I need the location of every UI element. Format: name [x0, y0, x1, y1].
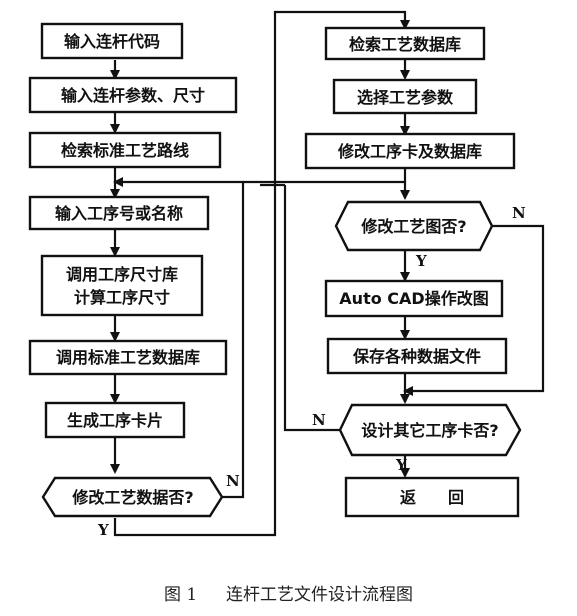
- box-l3: [28, 131, 222, 169]
- edge-label-l8-no: N: [226, 472, 240, 490]
- label-l6: 调用标准工艺数据库: [56, 348, 200, 367]
- label-r3: 修改工序卡及数据库: [337, 142, 482, 161]
- left-column: [28, 22, 238, 518]
- box-r3: [304, 132, 516, 170]
- label-l7: 生成工序卡片: [67, 411, 163, 430]
- edge-l8-no-loop: [113, 177, 245, 499]
- flowchart: 输入连杆代码 输入连杆参数、尺寸 检索标准工艺路线 输入工序号或名称 调用工序尺…: [28, 10, 545, 539]
- label-l3: 检索标准工艺路线: [61, 141, 189, 160]
- box-l2: [28, 76, 238, 114]
- label-r8: 返 回: [400, 488, 464, 507]
- box-r2: [332, 78, 478, 115]
- edge-r4-no: [403, 224, 545, 396]
- label-l1: 输入连杆代码: [64, 32, 160, 51]
- box-l6: [28, 339, 228, 376]
- label-r1: 检索工艺数据库: [349, 35, 461, 54]
- connectors: [110, 10, 545, 537]
- right-column: [304, 26, 522, 518]
- figure-number: 图 1: [163, 585, 198, 605]
- edge-label-r4-yes: Y: [415, 252, 427, 270]
- label-r2: 选择工艺参数: [357, 88, 454, 107]
- label-l8: 修改工艺数据否?: [71, 488, 193, 507]
- box-r1: [324, 26, 486, 61]
- label-r4: 修改工艺图否?: [360, 217, 466, 236]
- decision-r7: [338, 403, 522, 457]
- label-l5-line1: 调用工序尺寸库: [66, 265, 178, 284]
- box-l1: [40, 22, 184, 60]
- edge-label-r4-no: N: [512, 204, 526, 222]
- box-r6: [326, 337, 508, 375]
- label-r7: 设计其它工序卡否?: [361, 421, 498, 440]
- label-l4: 输入工序号或名称: [55, 204, 183, 223]
- decision-l8: [41, 476, 224, 518]
- edge-r7-no: [283, 185, 340, 432]
- figure-caption: 图 1 连杆工艺文件设计流程图: [0, 580, 577, 605]
- box-l5: [40, 254, 204, 317]
- box-l4: [28, 195, 210, 231]
- label-r6: 保存各种数据文件: [352, 347, 481, 366]
- label-r5: Auto CAD操作改图: [339, 289, 488, 308]
- edge-label-l8-yes: Y: [97, 521, 109, 539]
- decision-r4: [334, 200, 494, 252]
- figure-title: 连杆工艺文件设计流程图: [226, 585, 414, 605]
- label-l2: 输入连杆参数、尺寸: [61, 86, 205, 105]
- box-r5: [324, 279, 504, 318]
- box-l7: [44, 401, 186, 439]
- edge-l8-yes-to-r1: [113, 10, 410, 537]
- terminal-r8: [344, 476, 520, 518]
- edge-label-r7-yes: Y: [395, 456, 407, 474]
- label-l5-line2: 计算工序尺寸: [74, 288, 170, 307]
- edge-label-r7-no: N: [312, 411, 326, 429]
